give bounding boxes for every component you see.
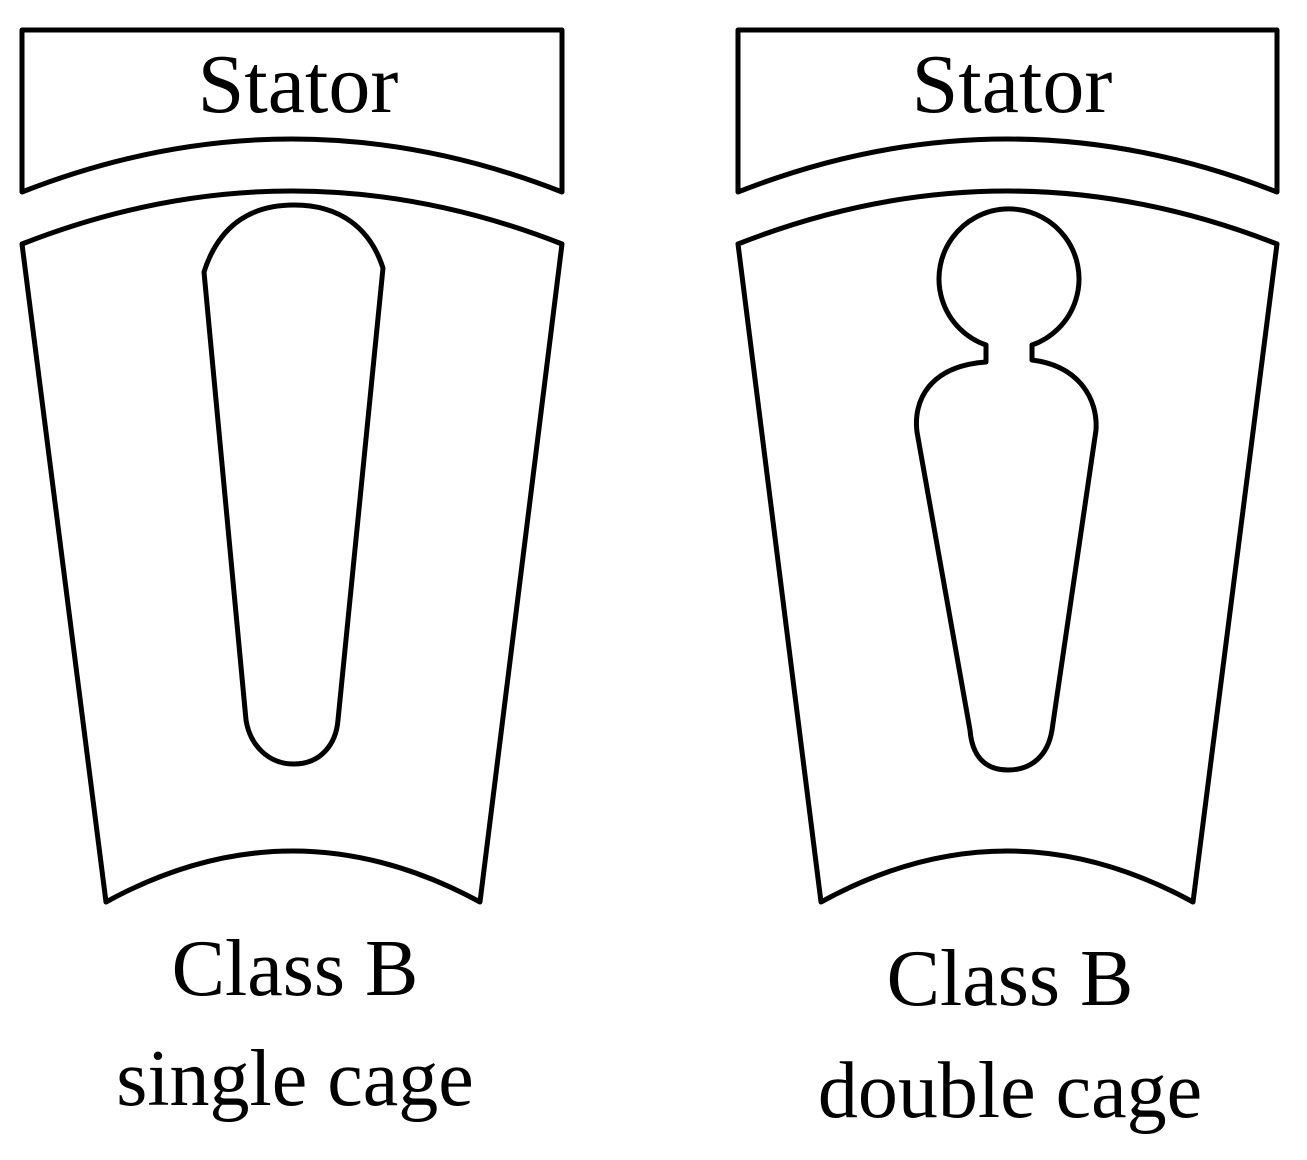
rotor-tooth-right [735,188,1280,905]
stator-label-left: Stator [198,38,399,131]
stator-block-left [19,27,565,195]
caption-line2-right: double cage [818,1047,1202,1135]
caption-line2-left: single cage [116,1035,474,1123]
rotor-slot-double-cage [913,206,1099,773]
stator-label-right: Stator [912,38,1113,131]
caption-line1-right: Class B [887,935,1134,1023]
caption-line1-left: Class B [172,925,419,1013]
panel-double-cage: Stator Class B double cage [735,27,1280,1135]
panel-single-cage: Stator Class B single cage [19,27,565,1123]
stator-block-right [735,27,1280,195]
rotor-tooth-left [19,188,565,905]
rotor-slot-single-cage [201,202,386,767]
